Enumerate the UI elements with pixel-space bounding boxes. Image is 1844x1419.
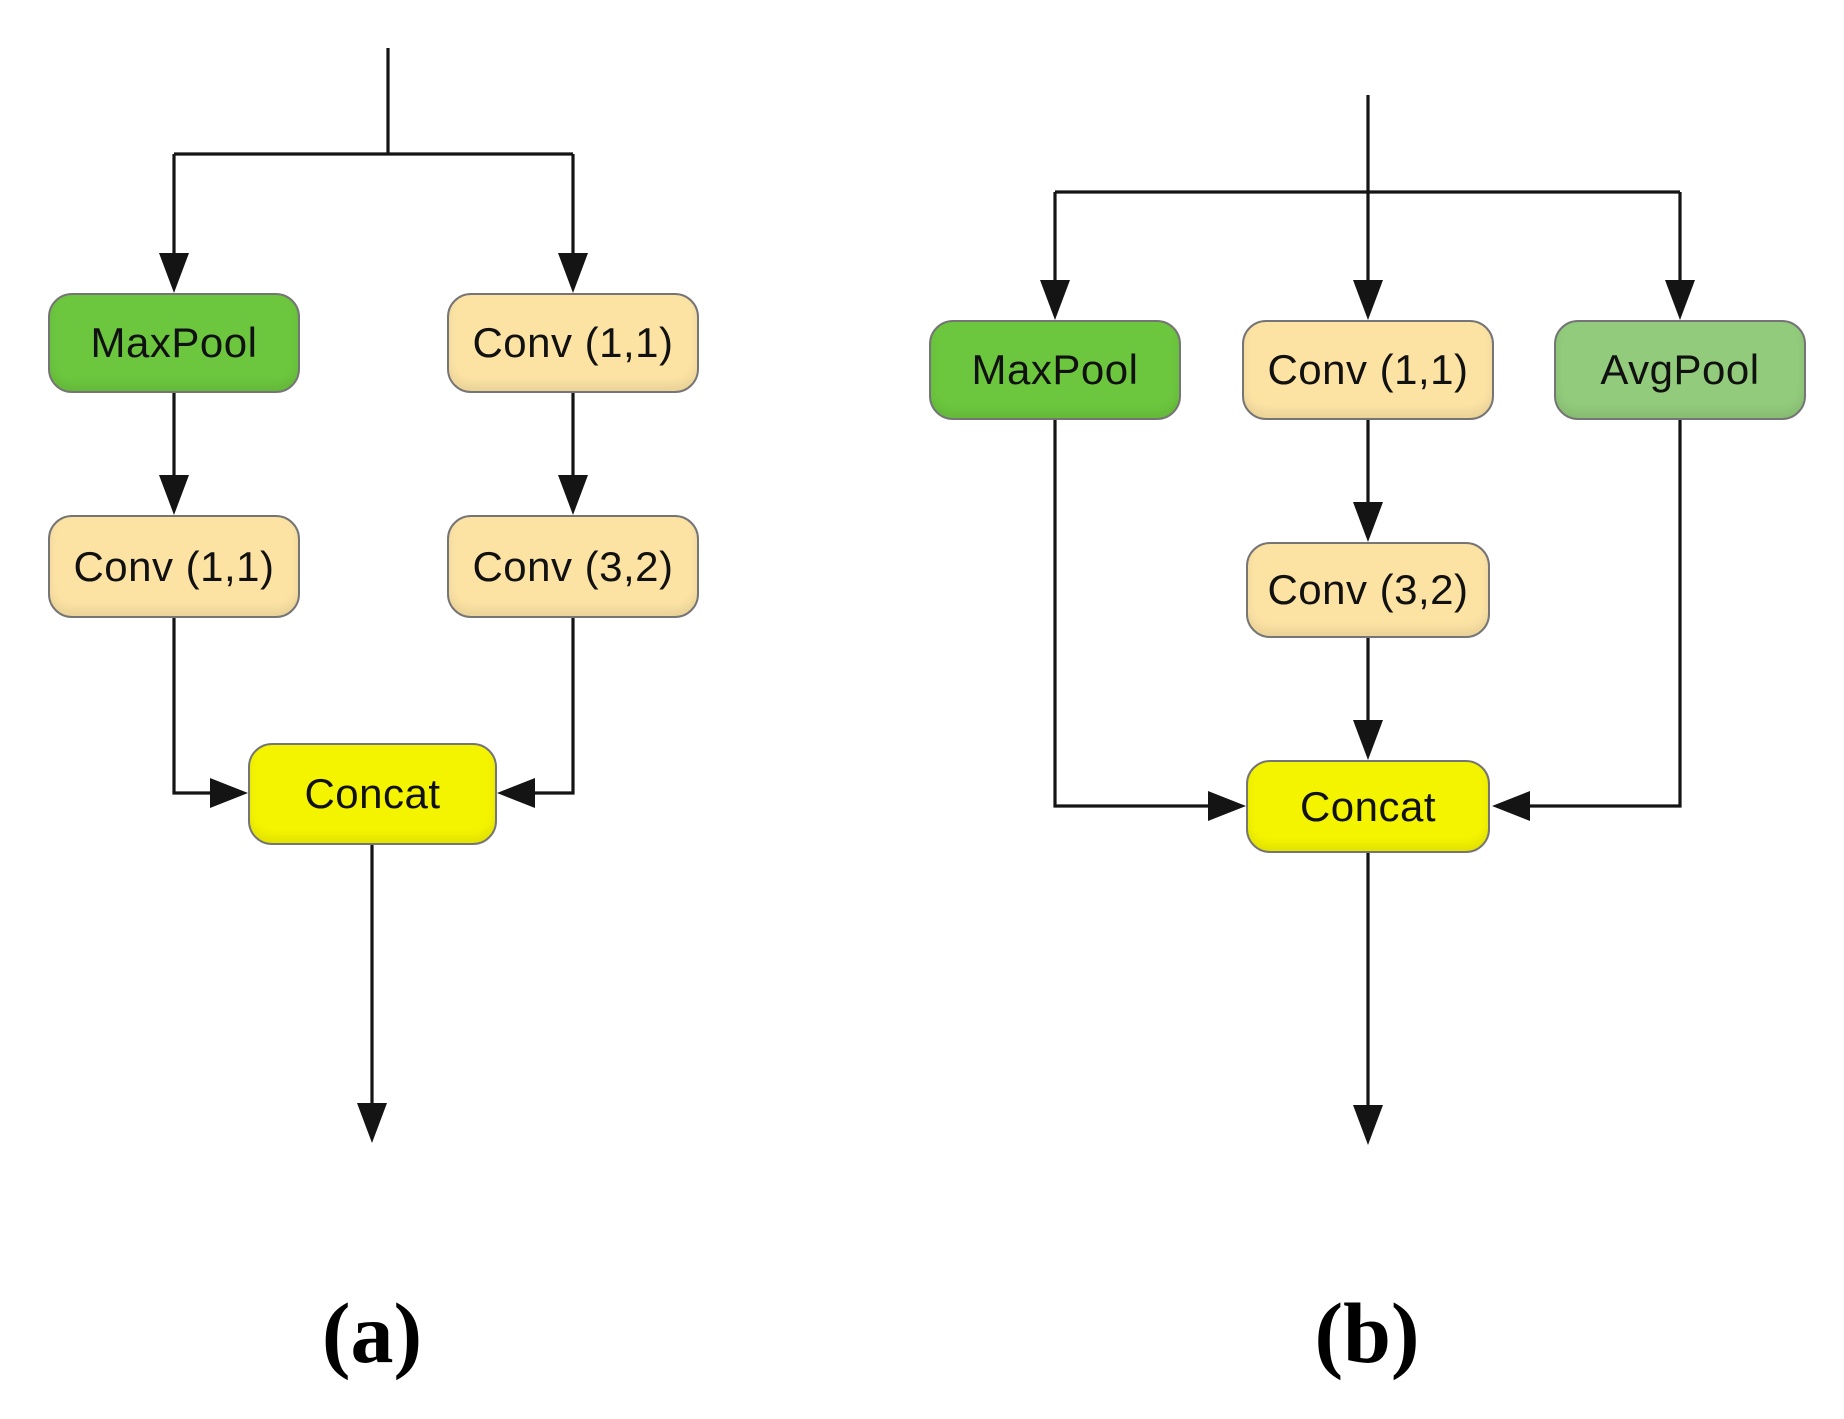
edge-b-input <box>1055 95 1680 320</box>
edge-a-maxpool-to-conv11 <box>159 393 189 515</box>
node-b-maxpool: MaxPool <box>929 320 1181 420</box>
edge-a-input <box>174 48 573 156</box>
panel-a-caption: (a) <box>321 1285 423 1381</box>
edge-a-conv11-to-conv32 <box>558 393 588 515</box>
edge-a-split-to-maxpool <box>159 154 189 293</box>
node-a-maxpool: MaxPool <box>48 293 300 393</box>
node-a-concat: Concat <box>248 743 497 845</box>
edge-b-conv32-to-concat <box>1353 638 1383 760</box>
edge-b-conv11-to-conv32 <box>1353 420 1383 542</box>
edge-b-concat-output <box>1353 853 1383 1145</box>
node-b-concat: Concat <box>1246 760 1490 853</box>
edge-a-concat-output <box>357 845 387 1143</box>
panel-b-caption: (b) <box>1314 1285 1420 1381</box>
edge-b-split-to-avgpool <box>1665 192 1695 320</box>
edge-b-maxpool-to-concat <box>1053 420 1246 821</box>
node-a-conv32: Conv (3,2) <box>447 515 699 618</box>
edge-a-conv11-to-concat <box>172 618 248 808</box>
node-b-conv11: Conv (1,1) <box>1242 320 1494 420</box>
node-a-conv11-bottom: Conv (1,1) <box>48 515 300 618</box>
node-a-conv11-top: Conv (1,1) <box>447 293 699 393</box>
node-b-conv32: Conv (3,2) <box>1246 542 1490 638</box>
node-b-avgpool: AvgPool <box>1554 320 1806 420</box>
edge-a-conv32-to-concat <box>497 618 575 808</box>
edge-a-split-to-conv11 <box>558 154 588 293</box>
edge-b-split-to-maxpool <box>1040 192 1070 320</box>
edge-b-avgpool-to-concat <box>1492 420 1682 821</box>
